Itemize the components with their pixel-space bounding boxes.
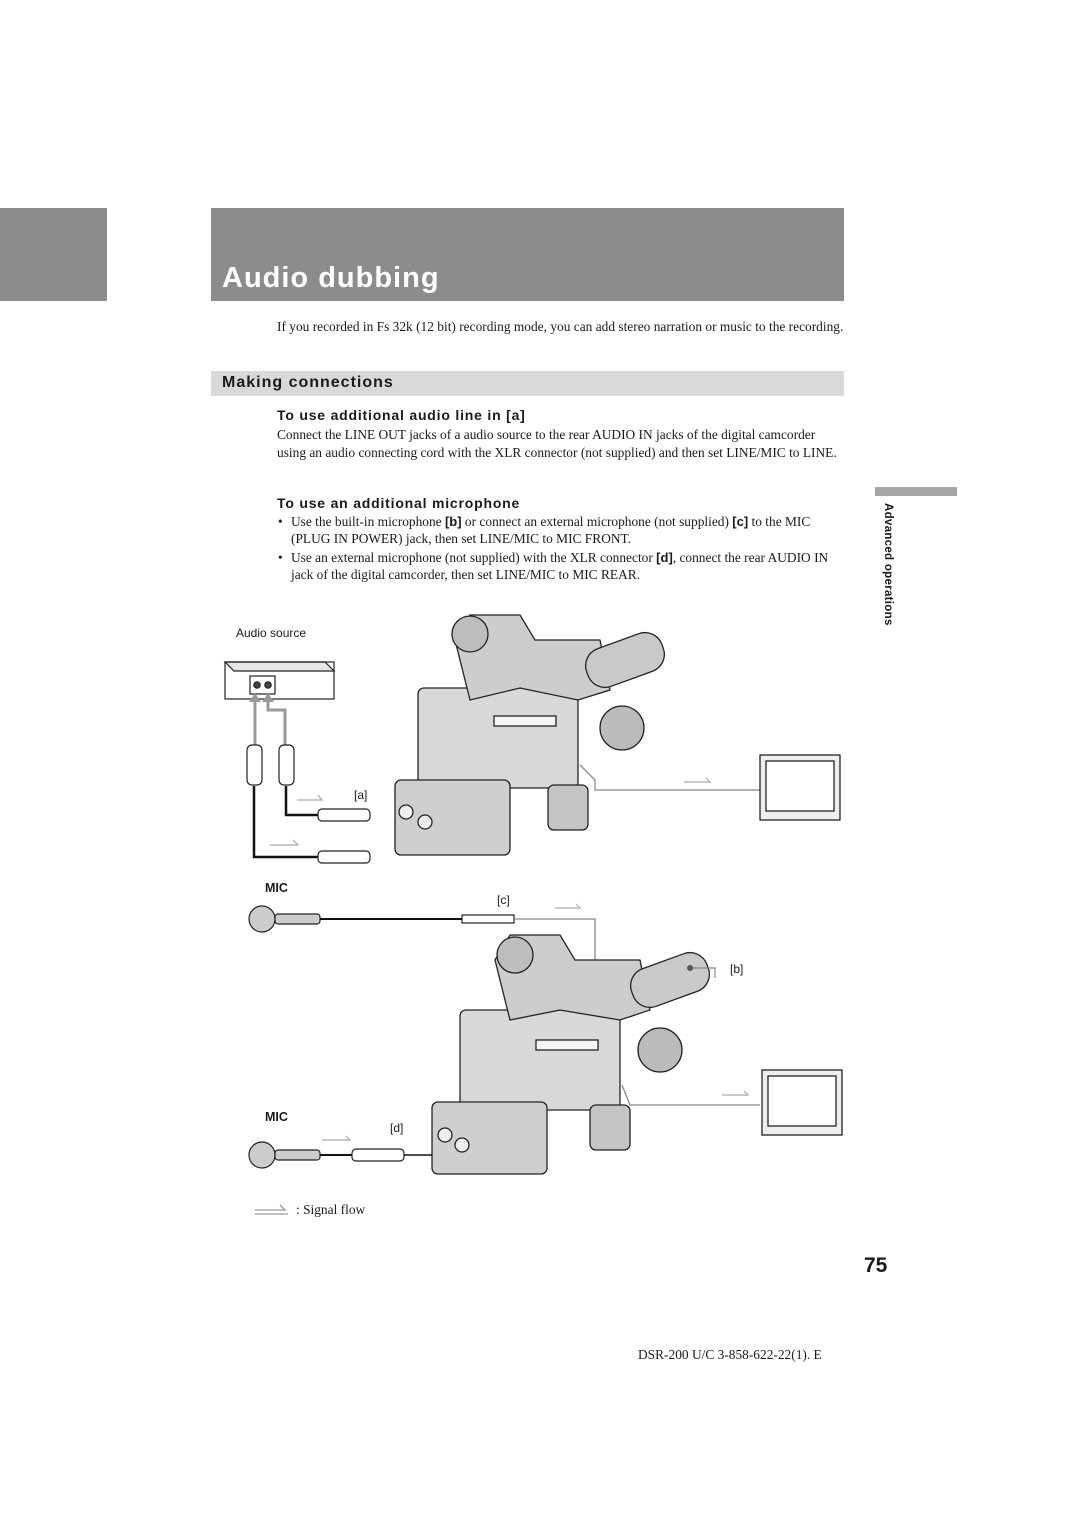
intro-paragraph: If you recorded in Fs 32k (12 bit) recor… xyxy=(277,319,844,334)
mic-label-1: MIC xyxy=(265,881,288,895)
callout-c: [c] xyxy=(497,893,510,907)
side-tab-label: Advanced operations xyxy=(882,503,894,626)
document-code: DSR-200 U/C 3-858-622-22(1). E xyxy=(638,1347,822,1362)
section-title: Making connections xyxy=(222,374,394,391)
section-bar xyxy=(211,371,844,396)
title-bar xyxy=(211,208,844,301)
mic-label-2: MIC xyxy=(265,1110,288,1124)
page-number: 75 xyxy=(864,1254,888,1277)
av-cable-2 xyxy=(621,1084,760,1106)
callout-a: [a] xyxy=(354,788,368,802)
handheld-mic-xlr-icon xyxy=(248,1141,432,1169)
handheld-mic-icon xyxy=(248,905,515,933)
line-in-paragraph: Connect the LINE OUT jacks of a audio so… xyxy=(277,427,837,460)
monitor-icon xyxy=(761,1069,843,1136)
camcorder-top-icon xyxy=(394,614,666,856)
chapter-tab-block xyxy=(0,208,107,301)
monitor-icon xyxy=(759,754,841,821)
signal-flow-legend: : Signal flow xyxy=(296,1202,366,1217)
signal-flow-arrow-icon xyxy=(255,1204,288,1215)
xlr-cables-icon xyxy=(246,693,371,864)
callout-d: [d] xyxy=(390,1121,404,1135)
line-in-heading: To use additional audio line in [a] xyxy=(277,407,526,423)
audio-source-icon xyxy=(223,661,336,700)
bullet-item: Use the built-in microphone [b] or conne… xyxy=(277,513,845,548)
camcorder-bottom-icon xyxy=(431,934,711,1175)
microphone-bullets: Use the built-in microphone [b] or conne… xyxy=(277,513,845,584)
bullet-item: Use an external microphone (not supplied… xyxy=(277,549,845,584)
audio-source-label: Audio source xyxy=(236,626,307,640)
page-title: Audio dubbing xyxy=(222,262,440,294)
av-cable-1 xyxy=(579,764,760,791)
side-tab-marker xyxy=(875,487,957,496)
callout-b: [b] xyxy=(730,962,744,976)
microphone-heading: To use an additional microphone xyxy=(277,495,521,511)
